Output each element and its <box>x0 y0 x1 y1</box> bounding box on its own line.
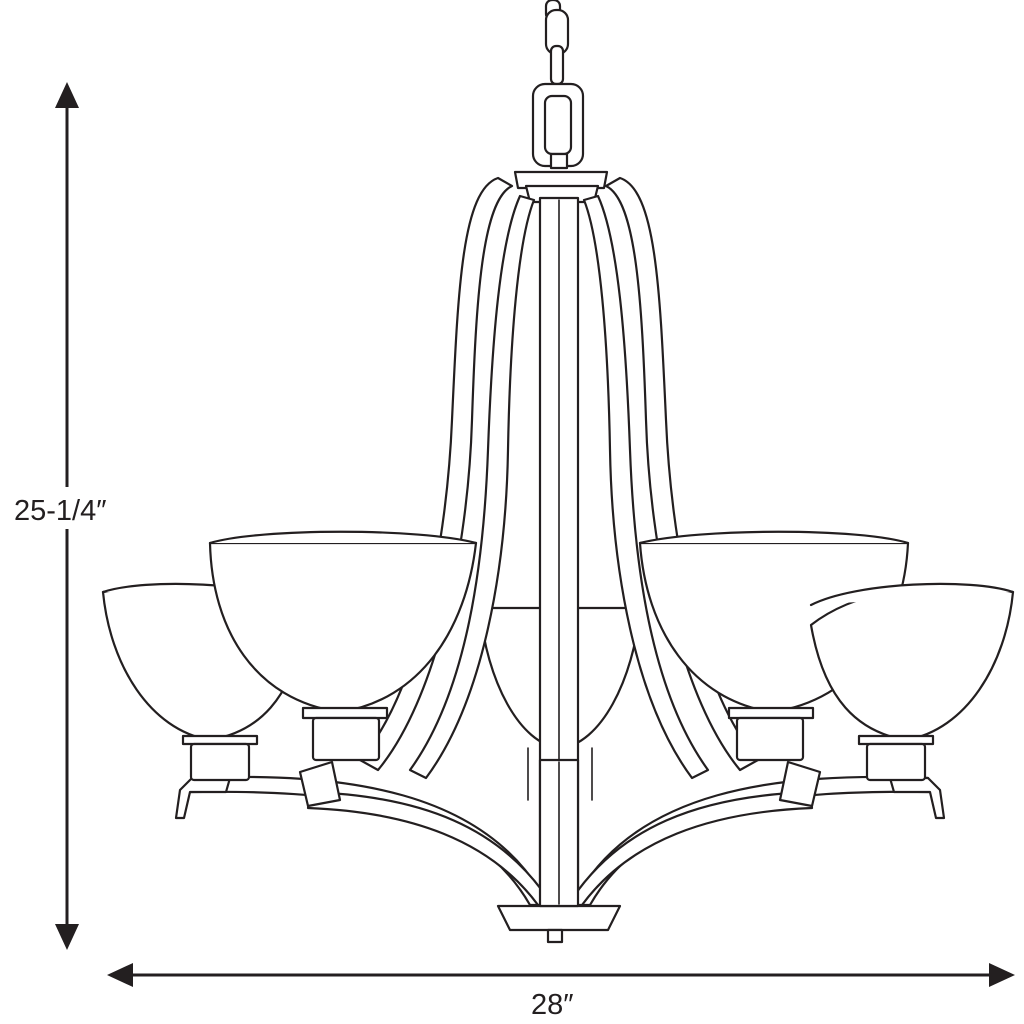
width-arrow-right <box>989 963 1015 987</box>
top-cap <box>513 152 609 204</box>
width-arrow-left <box>107 963 133 987</box>
width-dimension: 28″ <box>107 963 1015 1021</box>
bottom-finial <box>496 904 622 944</box>
inner-arms <box>408 194 710 780</box>
height-arrow-top <box>55 82 79 108</box>
height-label-backdrop <box>8 487 130 529</box>
shade-far-right <box>809 582 1015 782</box>
outer-arms <box>358 176 760 772</box>
center-column-front <box>538 758 580 908</box>
height-arrow-bottom <box>55 924 79 950</box>
chain <box>531 0 585 168</box>
width-label: 28″ <box>531 989 574 1021</box>
chandelier <box>101 0 1015 944</box>
height-dimension: 25-1/4″ <box>8 82 130 950</box>
shade-left-front <box>208 530 478 762</box>
side-brackets <box>174 760 946 820</box>
height-label: 25-1/4″ <box>14 495 107 527</box>
